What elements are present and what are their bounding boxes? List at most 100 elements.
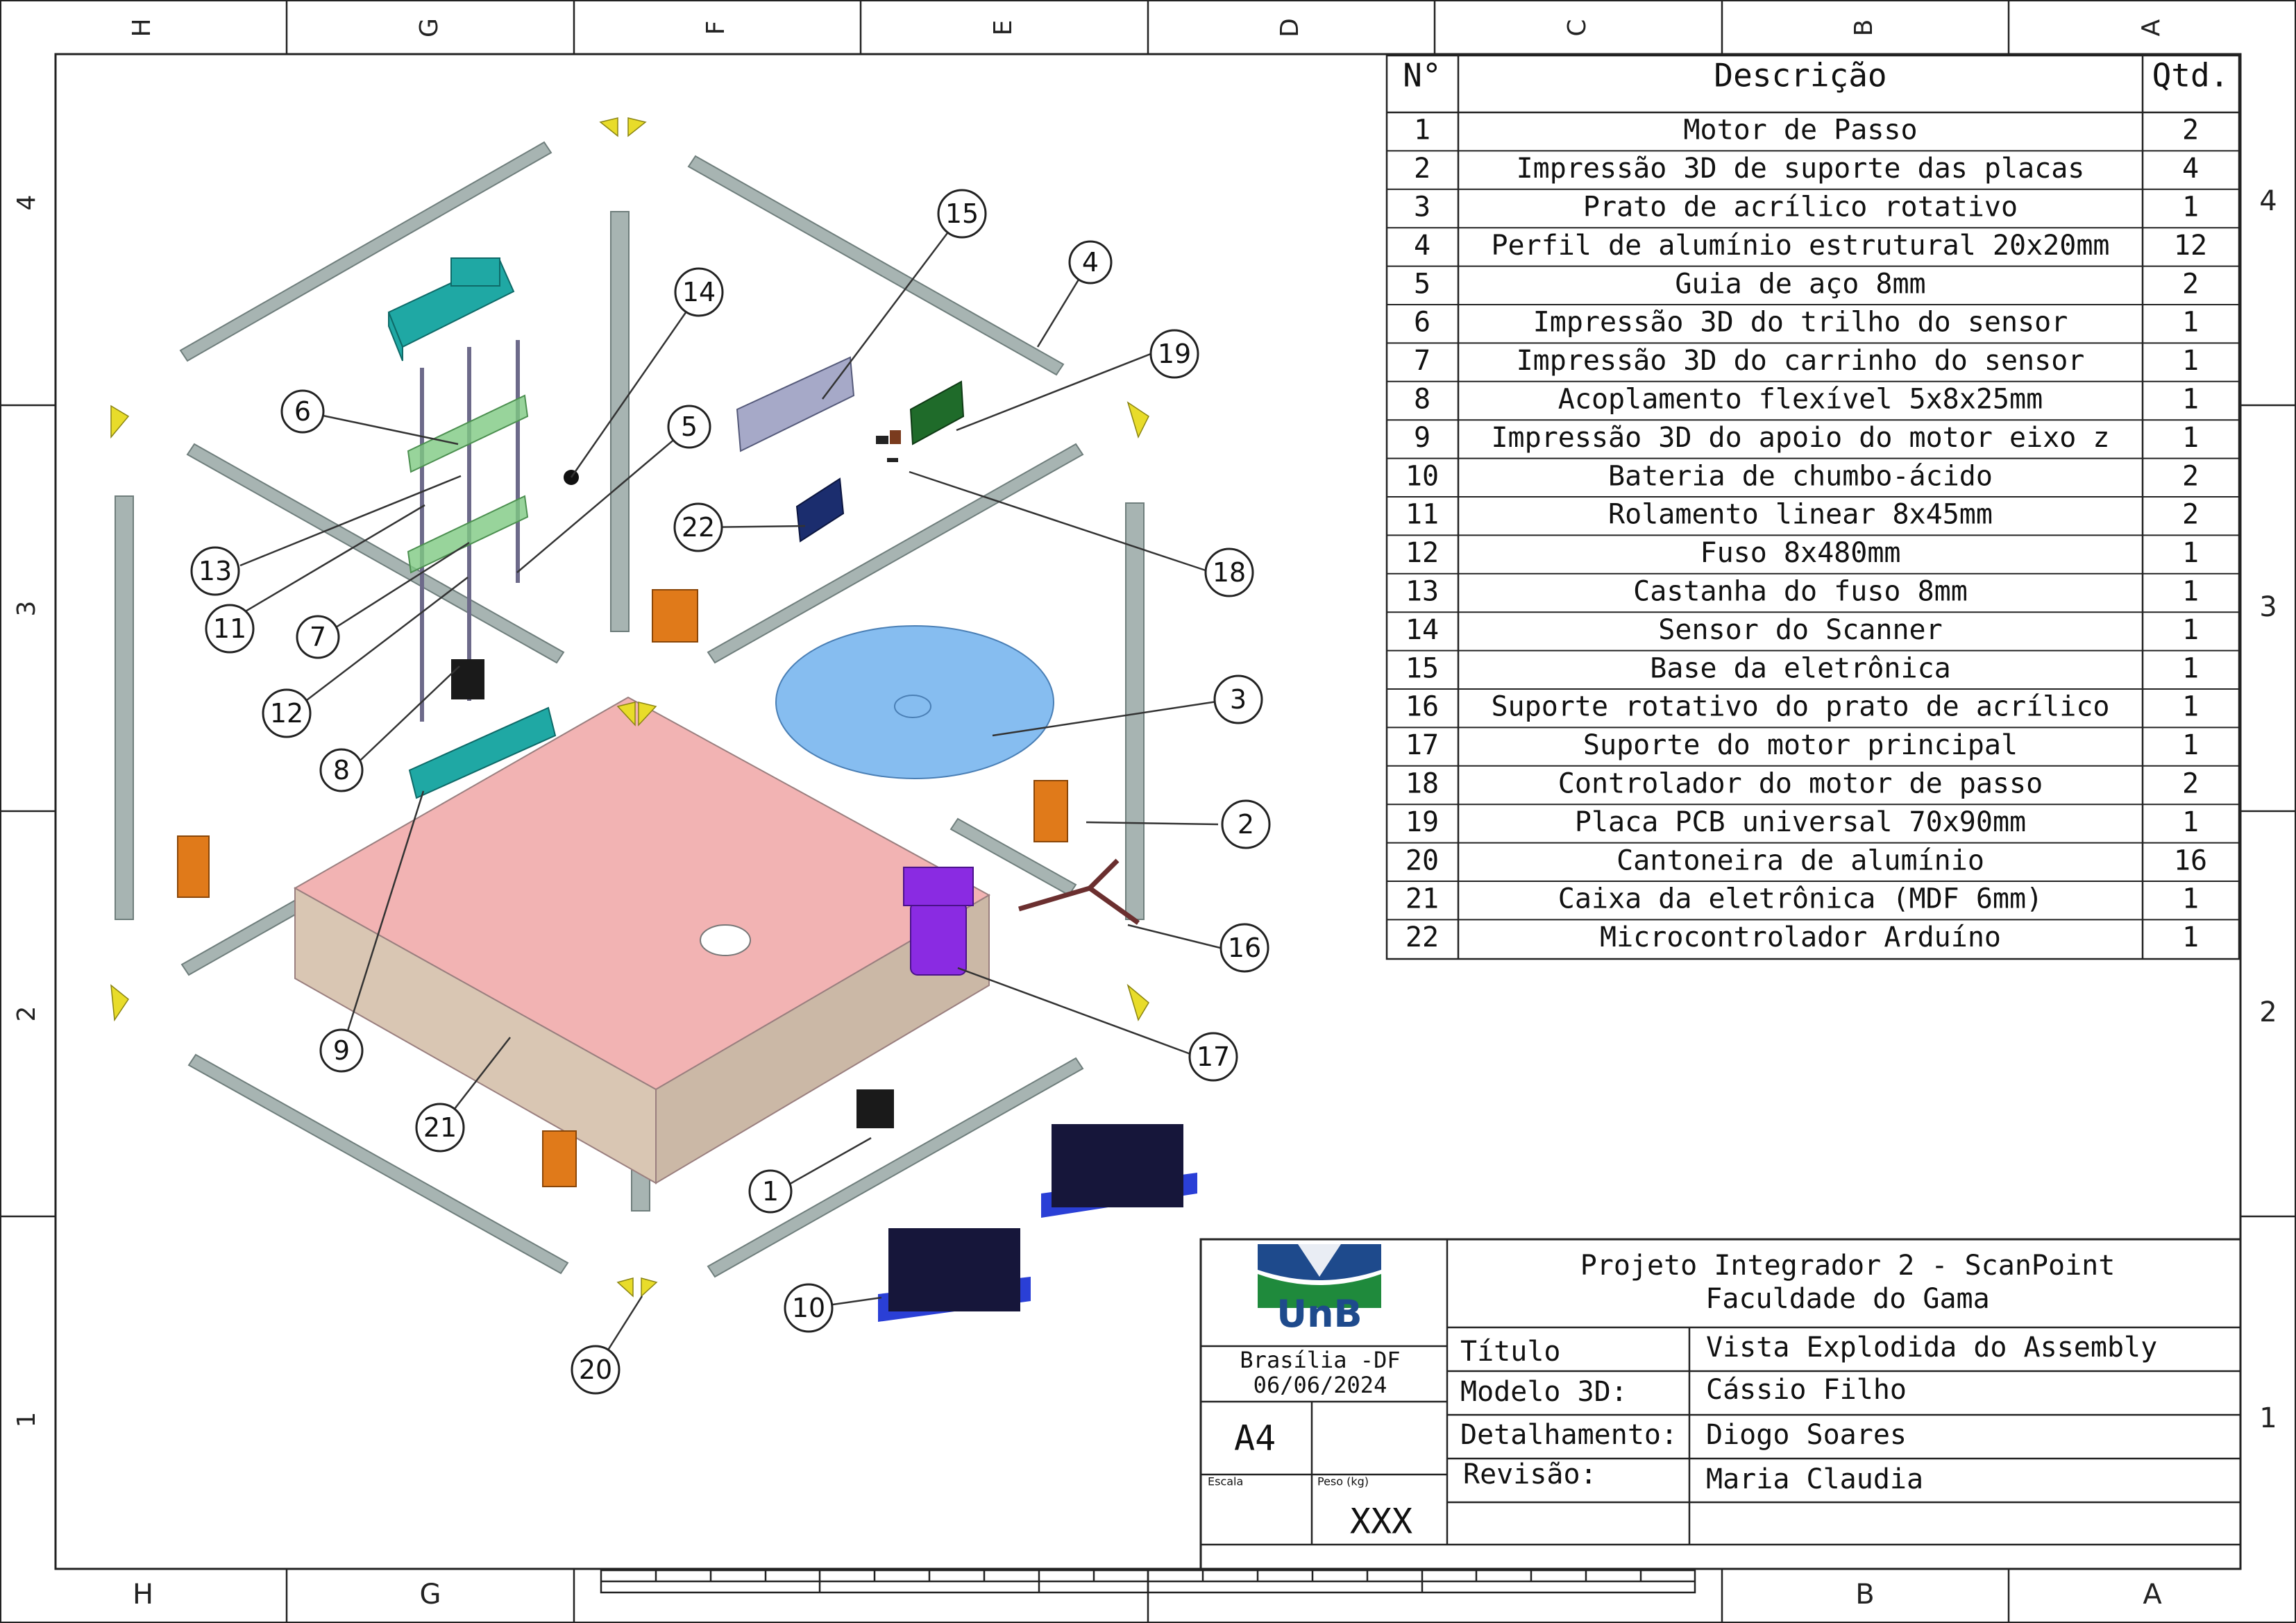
stepper-motors bbox=[451, 659, 894, 1128]
zone-letter: G bbox=[415, 18, 444, 37]
bom-cell-qty: 2 bbox=[2182, 768, 2199, 800]
svg-text:4: 4 bbox=[1082, 247, 1099, 278]
orange-supports bbox=[177, 589, 1068, 1187]
bom-cell-num: 22 bbox=[1406, 921, 1439, 953]
bom-row-lines bbox=[1387, 150, 2239, 921]
bom-cell-num: 11 bbox=[1406, 499, 1439, 531]
bom-cell-num: 20 bbox=[1406, 844, 1439, 876]
zone-number: 3 bbox=[12, 601, 41, 617]
box-front-right bbox=[655, 894, 990, 1184]
svg-text:18: 18 bbox=[1213, 557, 1246, 588]
bom-cell-desc: Caixa da eletrônica (MDF 6mm) bbox=[1558, 883, 2043, 915]
bom-header-qty: Qtd. bbox=[2152, 57, 2229, 94]
balloon-6: 6 bbox=[280, 389, 325, 434]
bom-cell-desc: Fuso 8x480mm bbox=[1700, 537, 1901, 569]
zone-letter: D bbox=[1276, 18, 1304, 37]
bom-cell-qty: 1 bbox=[2182, 192, 2199, 223]
zone-letter: B bbox=[1855, 1579, 1874, 1611]
svg-text:8: 8 bbox=[333, 755, 350, 785]
bom-cell-desc: Castanha do fuso 8mm bbox=[1633, 576, 1968, 608]
pcb-board bbox=[909, 380, 965, 445]
bom-cell-num: 5 bbox=[1414, 268, 1430, 300]
acrylic-plate bbox=[775, 625, 1054, 779]
balloon-1: 1 bbox=[748, 1169, 793, 1214]
table-row: 5 Guia de aço 8mm 2 bbox=[1414, 268, 2199, 300]
date: 06/06/2024 bbox=[1253, 1372, 1387, 1398]
bom-cell-desc: Motor de Passo bbox=[1683, 114, 1917, 146]
zone-number: 1 bbox=[12, 1412, 41, 1428]
bom-cell-qty: 16 bbox=[2174, 844, 2207, 876]
profile-bottom-left bbox=[187, 1053, 569, 1275]
bom-cell-num: 18 bbox=[1406, 768, 1439, 800]
project-title-line1: Projeto Integrador 2 - ScanPoint bbox=[1580, 1250, 2116, 1282]
svg-text:14: 14 bbox=[682, 277, 716, 307]
bom-cell-desc: Sensor do Scanner bbox=[1658, 614, 1942, 646]
zone-numbers-right: 4 3 2 1 bbox=[2259, 185, 2277, 1434]
profile-vertical-3 bbox=[1125, 502, 1145, 920]
label-modelo: Modelo 3D: bbox=[1460, 1376, 1628, 1408]
svg-text:6: 6 bbox=[294, 396, 311, 427]
profile-vertical-2 bbox=[115, 495, 134, 920]
bom-cell-qty: 1 bbox=[2182, 537, 2199, 569]
arduino bbox=[795, 477, 845, 543]
bom-cell-qty: 1 bbox=[2182, 729, 2199, 761]
balloon-2: 2 bbox=[1221, 799, 1271, 849]
label-detalhamento: Detalhamento: bbox=[1460, 1419, 1678, 1451]
bom-cell-desc: Microcontrolador Arduíno bbox=[1600, 921, 2001, 953]
bom-cell-qty: 1 bbox=[2182, 883, 2199, 915]
bom-header-desc: Descrição bbox=[1714, 57, 1886, 94]
profile-top-right bbox=[687, 155, 1065, 376]
balloon-21: 21 bbox=[415, 1103, 465, 1153]
profile-bottom-right bbox=[707, 1057, 1084, 1278]
bom-cell-desc: Prato de acrílico rotativo bbox=[1583, 192, 2018, 223]
bom-cell-num: 15 bbox=[1406, 652, 1439, 684]
bom-cell-desc: Rolamento linear 8x45mm bbox=[1608, 499, 1993, 531]
balloon-22: 22 bbox=[673, 502, 723, 552]
zone-letter: G bbox=[420, 1579, 441, 1611]
bom-cell-qty: 2 bbox=[2182, 268, 2199, 300]
bom-cell-num: 16 bbox=[1406, 691, 1439, 723]
label-titulo: Título bbox=[1460, 1336, 1561, 1368]
aluminum-brackets bbox=[110, 117, 1149, 1298]
zone-letters-bottom: H G B A bbox=[133, 1579, 2162, 1611]
svg-text:15: 15 bbox=[945, 198, 979, 229]
balloon-20: 20 bbox=[571, 1345, 621, 1395]
bom-cell-num: 1 bbox=[1414, 114, 1430, 146]
balloon-17: 17 bbox=[1188, 1032, 1238, 1082]
bom-cell-qty: 1 bbox=[2182, 345, 2199, 377]
bom-cell-desc: Guia de aço 8mm bbox=[1675, 268, 1925, 300]
value-detalhamento: Diogo Soares bbox=[1706, 1419, 1907, 1451]
balloons: 1 2 3 4 5 6 7 8 9 10 11 12 13 14 15 16 1… bbox=[190, 189, 1271, 1395]
bom-cell-qty: 12 bbox=[2174, 230, 2207, 262]
value-modelo: Cássio Filho bbox=[1706, 1374, 1907, 1406]
bom-cell-num: 8 bbox=[1414, 384, 1430, 416]
bottom-ruler bbox=[600, 1569, 1696, 1594]
bom-cell-desc: Acoplamento flexível 5x8x25mm bbox=[1558, 384, 2043, 416]
svg-text:13: 13 bbox=[199, 556, 232, 586]
balloon-13: 13 bbox=[190, 546, 240, 596]
unb-logo-text: UnB bbox=[1276, 1292, 1362, 1336]
zone-letter: A bbox=[2137, 19, 2166, 36]
value-revisao: Maria Claudia bbox=[1706, 1463, 1923, 1495]
bom-cell-num: 17 bbox=[1406, 729, 1439, 761]
box-hole bbox=[700, 924, 751, 956]
zone-letter: H bbox=[133, 1579, 153, 1611]
balloon-16: 16 bbox=[1219, 923, 1269, 973]
value-titulo: Vista Explodida do Assembly bbox=[1706, 1332, 2157, 1363]
motor-drivers bbox=[876, 430, 901, 462]
zone-letter: E bbox=[989, 20, 1018, 36]
bom-cell-num: 3 bbox=[1414, 192, 1430, 223]
bom-cell-desc: Controlador do motor de passo bbox=[1558, 768, 2043, 800]
balloon-19: 19 bbox=[1149, 329, 1199, 379]
